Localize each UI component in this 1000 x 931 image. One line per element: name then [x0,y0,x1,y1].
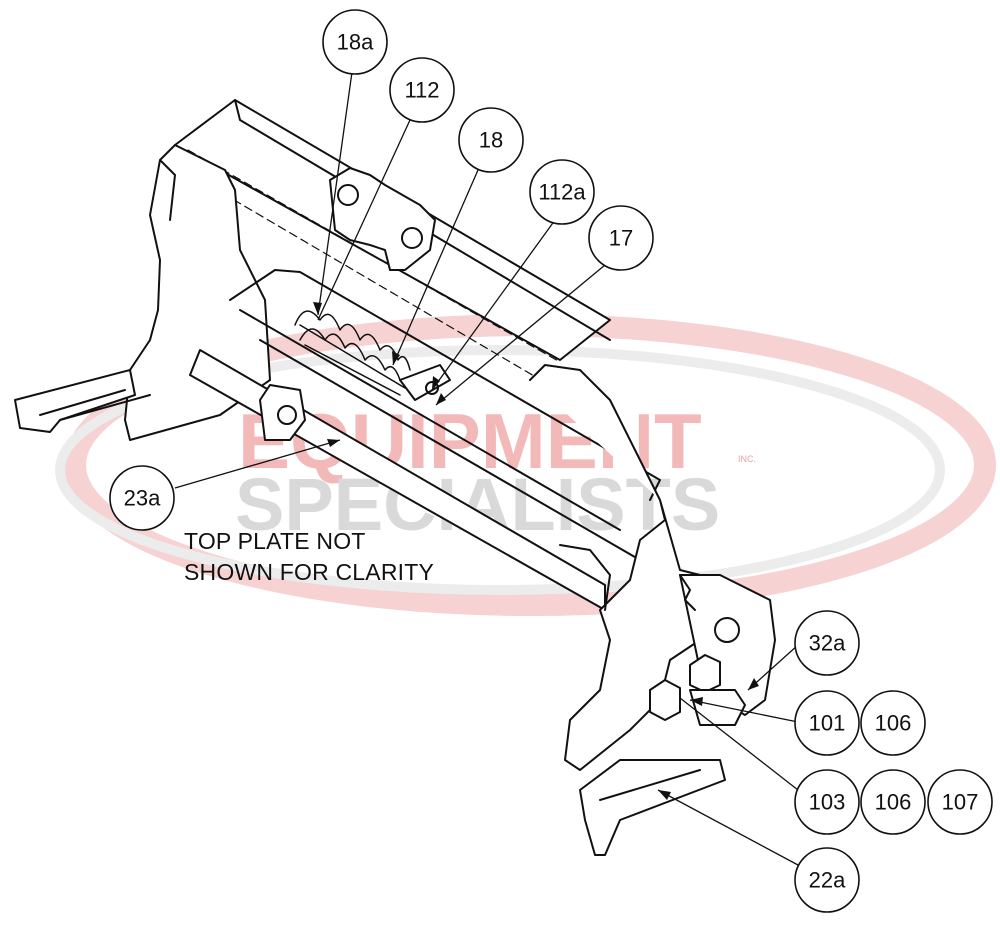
callout-23a: 23a [124,486,161,511]
leader-lines [174,64,799,866]
clarity-note-line1: TOP PLATE NOT [184,528,366,554]
callouts [109,9,993,913]
clarity-note-line2: SHOWN FOR CLARITY [184,559,435,585]
callout-101: 101 [809,711,846,736]
callout-22a-circle [794,847,860,913]
callout-112a-circle [529,159,595,225]
leader-112 [317,119,411,321]
callout-106b-circle [860,769,926,835]
callout-17-circle [588,205,654,271]
leader-103 [679,697,799,791]
callout-labels: 18a 112 18 112a 17 23a 32a 101 106 103 1… [124,30,979,893]
leader-22a [657,789,799,866]
callout-18a: 18a [337,30,374,55]
leader-112a [431,219,556,391]
callout-103-circle [794,769,860,835]
callout-112a: 112a [538,180,586,205]
leader-17 [435,264,606,406]
callout-106a-circle [860,690,926,756]
callout-18: 18 [479,128,503,153]
callout-18-circle [458,107,524,173]
callout-18a-circle [322,9,388,75]
callout-22a: 22a [809,868,846,893]
clarity-note: TOP PLATE NOT SHOWN FOR CLARITY [184,526,434,588]
callout-106b: 106 [875,790,912,815]
callout-32a-circle [794,610,860,676]
leader-18 [392,169,479,366]
leader-18a [317,64,354,316]
callout-106a: 106 [875,711,912,736]
callout-112-circle [389,57,455,123]
callout-107: 107 [942,790,979,815]
callout-23a-circle [109,465,175,531]
callout-107-circle [927,769,993,835]
callout-112: 112 [404,78,439,103]
leader-arrowheads [313,302,759,800]
leader-101 [689,699,799,723]
callout-17: 17 [609,226,633,251]
callout-103: 103 [809,790,846,815]
callout-101-circle [794,690,860,756]
callout-32a: 32a [809,631,846,656]
watermark-suffix: INC. [738,454,756,464]
leader-23a [174,439,341,489]
